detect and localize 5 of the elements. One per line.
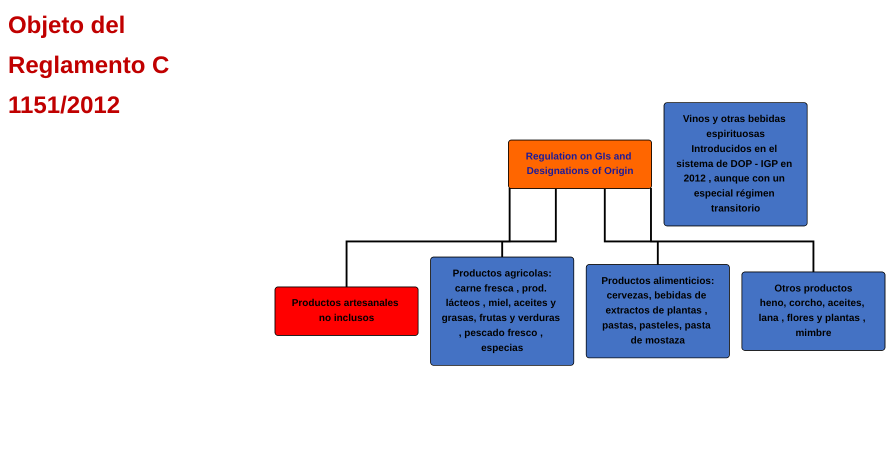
connector xyxy=(346,188,511,288)
diagram-title: Objeto del Reglamento C 1151/2012 xyxy=(8,11,170,121)
connector xyxy=(604,188,660,266)
connector xyxy=(650,188,815,274)
connector xyxy=(501,188,557,258)
